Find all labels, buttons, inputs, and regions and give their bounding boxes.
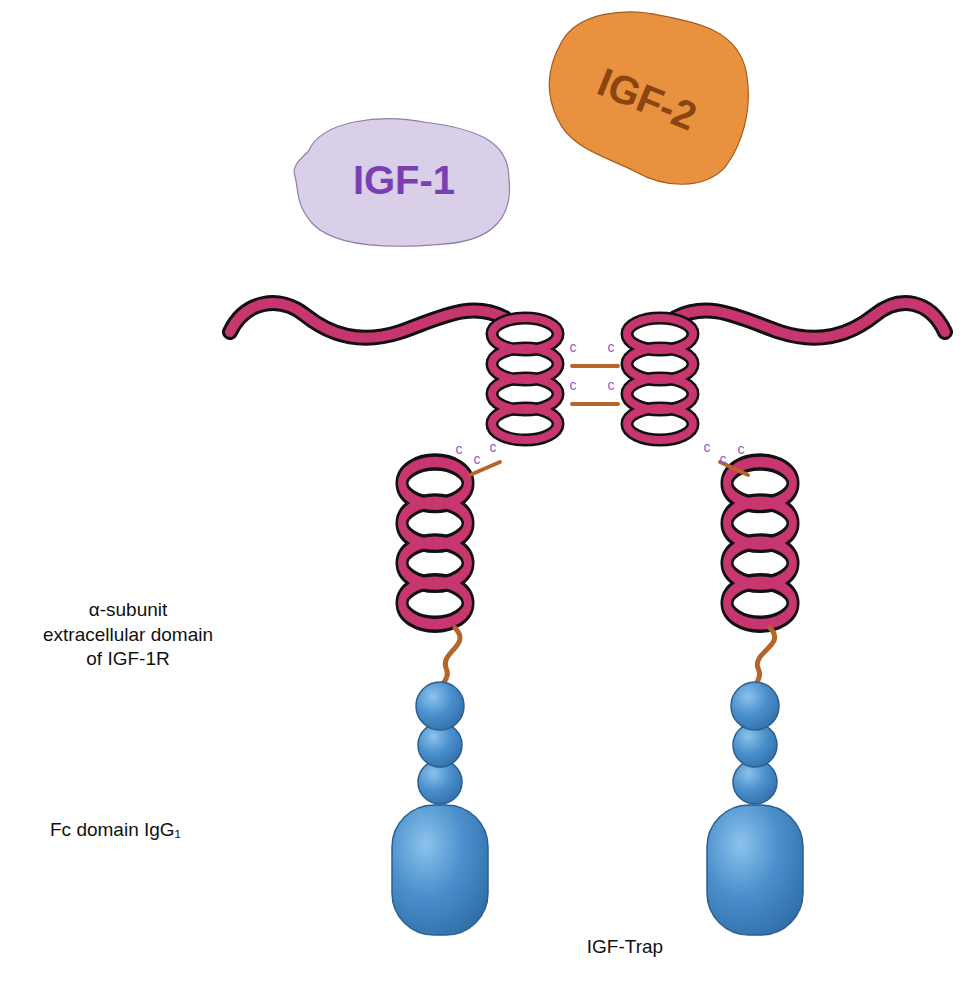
ligand-name: IGF-1 [353, 158, 455, 203]
part-label: α-subunit extracellular domain of IGF-1R [38, 598, 218, 672]
disulfide-mark: c [452, 440, 466, 458]
ligand-blob: IGF-1 [290, 108, 518, 253]
disulfide-mark: c [486, 438, 500, 456]
disulfide-mark: c [604, 338, 618, 356]
ligand-blob: IGF-2 [540, 4, 755, 194]
disulfide-mark: c [604, 376, 618, 394]
disulfide-mark: c [566, 376, 580, 394]
disulfide-mark: c [716, 450, 730, 468]
disulfide-mark: c [734, 440, 748, 458]
part-label: IGF-Trap [560, 935, 690, 960]
disulfide-mark: c [566, 338, 580, 356]
disulfide-mark: c [700, 438, 714, 456]
part-label: Fc domain IgG₁ [50, 818, 265, 843]
disulfide-mark: c [470, 450, 484, 468]
